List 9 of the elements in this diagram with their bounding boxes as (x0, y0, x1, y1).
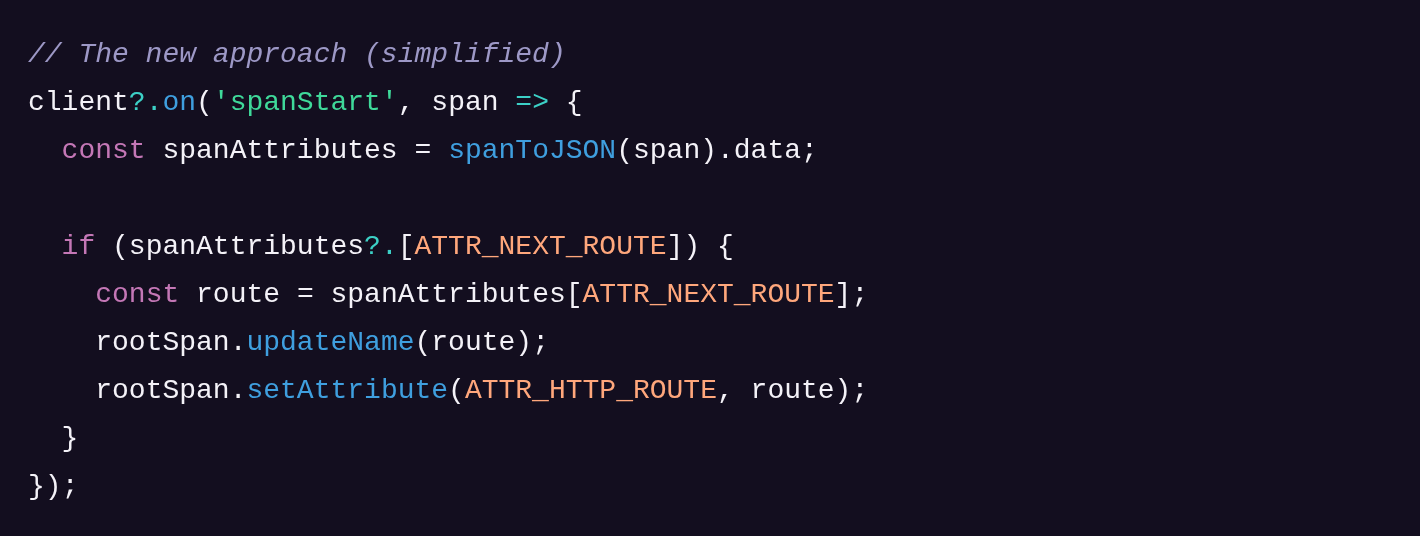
code-line: client?.on('spanStart', span => { (28, 86, 583, 120)
code-comment: // The new approach (simplified) (28, 38, 566, 72)
code-line: const spanAttributes = spanToJSON(span).data; (60, 134, 818, 168)
code-line: if (spanAttributes?.[ATTR_NEXT_ROUTE]) { (60, 230, 734, 264)
code-line: const route = spanAttributes[ATTR_NEXT_ROUTE]; (94, 278, 869, 312)
code-line: rootSpan.updateName(route); (94, 326, 549, 360)
code-line: } (60, 422, 79, 456)
code-line: }); (28, 470, 79, 504)
code-line: rootSpan.setAttribute(ATTR_HTTP_ROUTE, route); (94, 374, 869, 408)
